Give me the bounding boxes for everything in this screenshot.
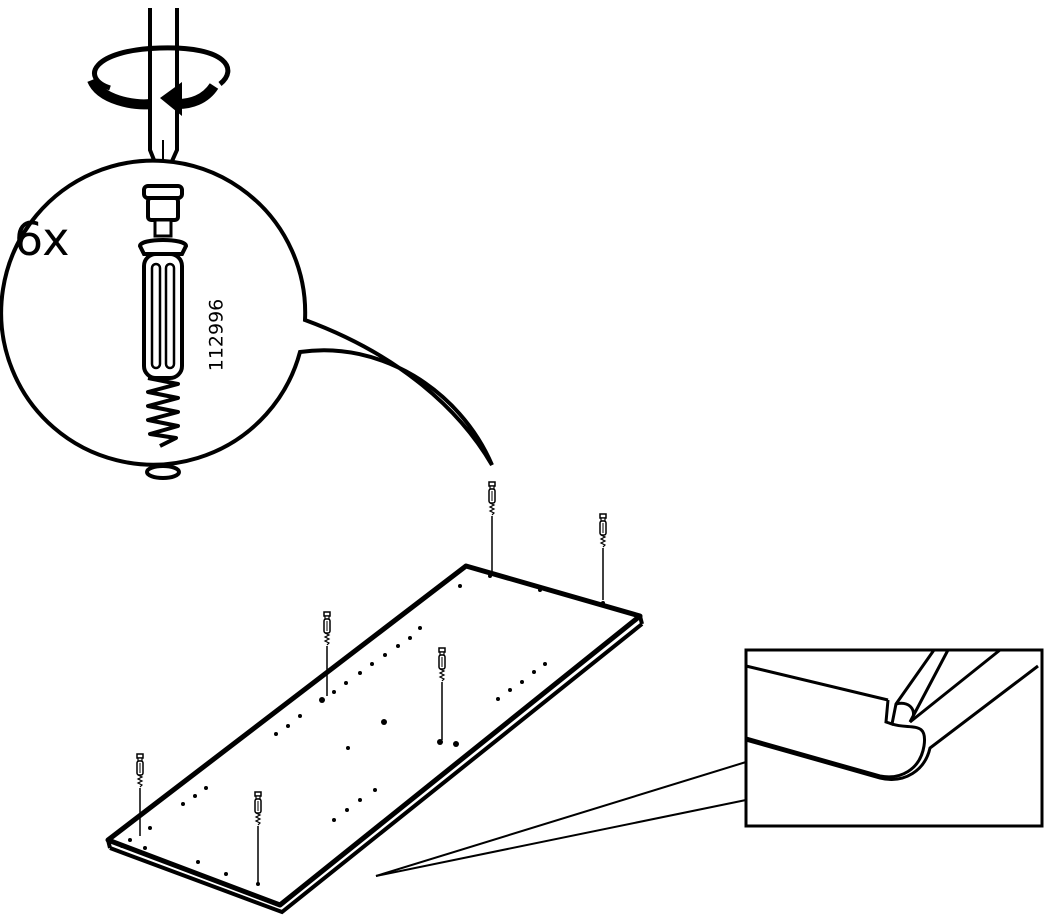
dowel-insertion-markers [136, 481, 607, 884]
cam-bolt-dowel-icon [137, 184, 189, 480]
dowel-5 [136, 753, 144, 836]
dowel-2 [599, 513, 607, 600]
quantity-label: 6x [14, 212, 69, 266]
dowel-3 [323, 611, 331, 696]
rotate-clockwise-arrow-icon [87, 45, 231, 116]
dowel-4 [438, 647, 446, 740]
shelf-panel [105, 563, 644, 915]
dowel-6 [254, 791, 262, 884]
magnified-callout [0, 158, 494, 480]
part-number: 112996 [205, 298, 228, 372]
dowel-1 [488, 481, 496, 572]
edge-groove-detail [375, 648, 1044, 877]
